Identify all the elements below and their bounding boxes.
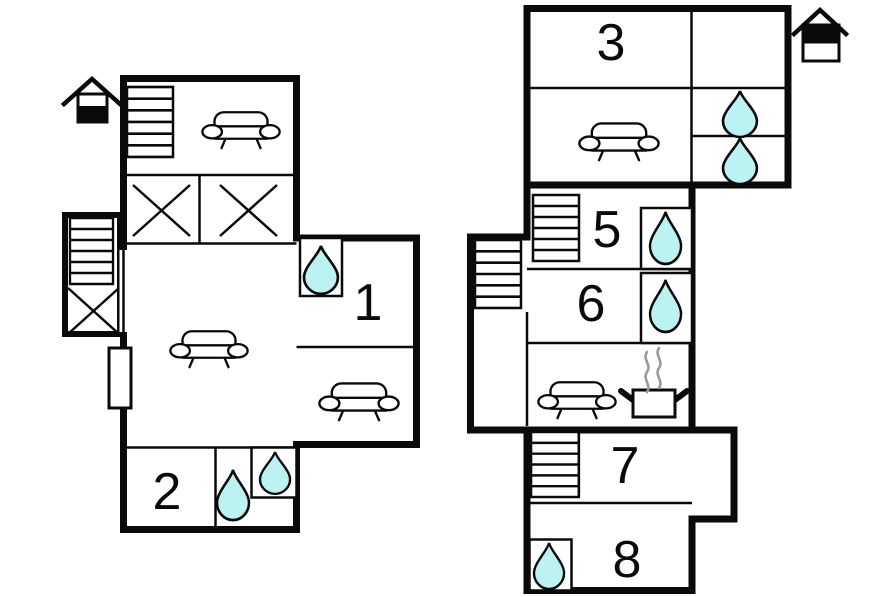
upper-floor-plan [467, 5, 850, 594]
stairs-icon [473, 238, 523, 310]
ground-floor-plan [60, 75, 420, 533]
door-icon [107, 346, 133, 410]
room-label-6: 6 [576, 275, 606, 333]
wardrobe-x-icon [67, 287, 120, 335]
stairs-icon [68, 216, 115, 286]
steam-icon [644, 346, 662, 394]
ground-floor-house-icon [60, 75, 124, 124]
room-label-1: 1 [353, 274, 383, 332]
room-label-8: 8 [612, 531, 642, 589]
outer-walls [120, 75, 420, 533]
wardrobe-x-icon [132, 184, 278, 237]
room-label-3: 3 [596, 14, 626, 72]
upper-floor-house-icon [790, 6, 850, 63]
stairs-icon [529, 430, 581, 499]
room-label-7: 7 [610, 437, 640, 495]
stairs-icon [125, 85, 175, 159]
room-label-5: 5 [592, 201, 622, 259]
stairs-icon [531, 193, 581, 263]
room-label-2: 2 [152, 463, 182, 521]
stove-icon [618, 388, 690, 419]
